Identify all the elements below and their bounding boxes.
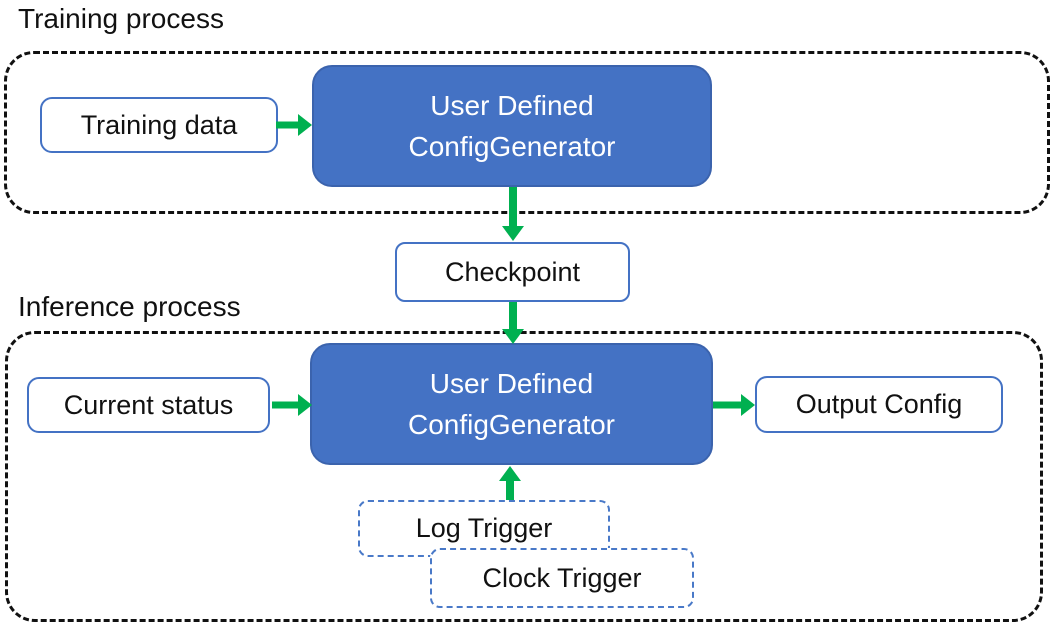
arrow-head xyxy=(502,226,524,241)
current-status-box: Current status xyxy=(27,377,270,433)
checkpoint-box: Checkpoint xyxy=(395,242,630,302)
clock-trigger-box: Clock Trigger xyxy=(430,548,694,608)
training-data-box: Training data xyxy=(40,97,278,153)
arrow-head xyxy=(298,394,312,416)
arrow-head xyxy=(298,114,312,136)
inference-process-label: Inference process xyxy=(18,291,241,322)
output-config-box: Output Config xyxy=(755,376,1003,433)
arrow-training-data-to-generator xyxy=(276,114,312,136)
arrow-generator-to-output-config xyxy=(713,394,755,416)
arrow-shaft xyxy=(713,401,742,409)
arrow-current-status-to-generator xyxy=(272,394,312,416)
generator-line-2: ConfigGenerator xyxy=(408,131,616,162)
training-process-label: Training process xyxy=(18,3,224,34)
log-trigger-box: Log Trigger xyxy=(358,500,610,557)
arrow-shaft xyxy=(506,480,514,500)
arrow-head xyxy=(499,466,521,481)
generator-line-1: User Defined xyxy=(430,90,594,121)
arrow-head xyxy=(741,394,755,416)
arrow-generator-to-checkpoint xyxy=(502,187,524,241)
training-process-container xyxy=(4,51,1050,214)
arrow-shaft xyxy=(509,187,517,227)
arrow-checkpoint-to-inference-generator xyxy=(502,302,524,344)
generator-line-2: ConfigGenerator xyxy=(407,409,615,440)
generator-line-1: User Defined xyxy=(429,368,594,399)
arrow-head xyxy=(502,329,524,344)
inference-process-container xyxy=(5,331,1043,622)
training-config-generator-box: User Defined ConfigGenerator xyxy=(312,65,712,187)
arrow-shaft xyxy=(272,401,299,409)
inference-config-generator-box: User Defined ConfigGenerator xyxy=(310,343,713,465)
arrow-triggers-to-generator xyxy=(499,466,521,500)
arrow-shaft xyxy=(509,302,517,330)
arrow-shaft xyxy=(276,121,299,129)
